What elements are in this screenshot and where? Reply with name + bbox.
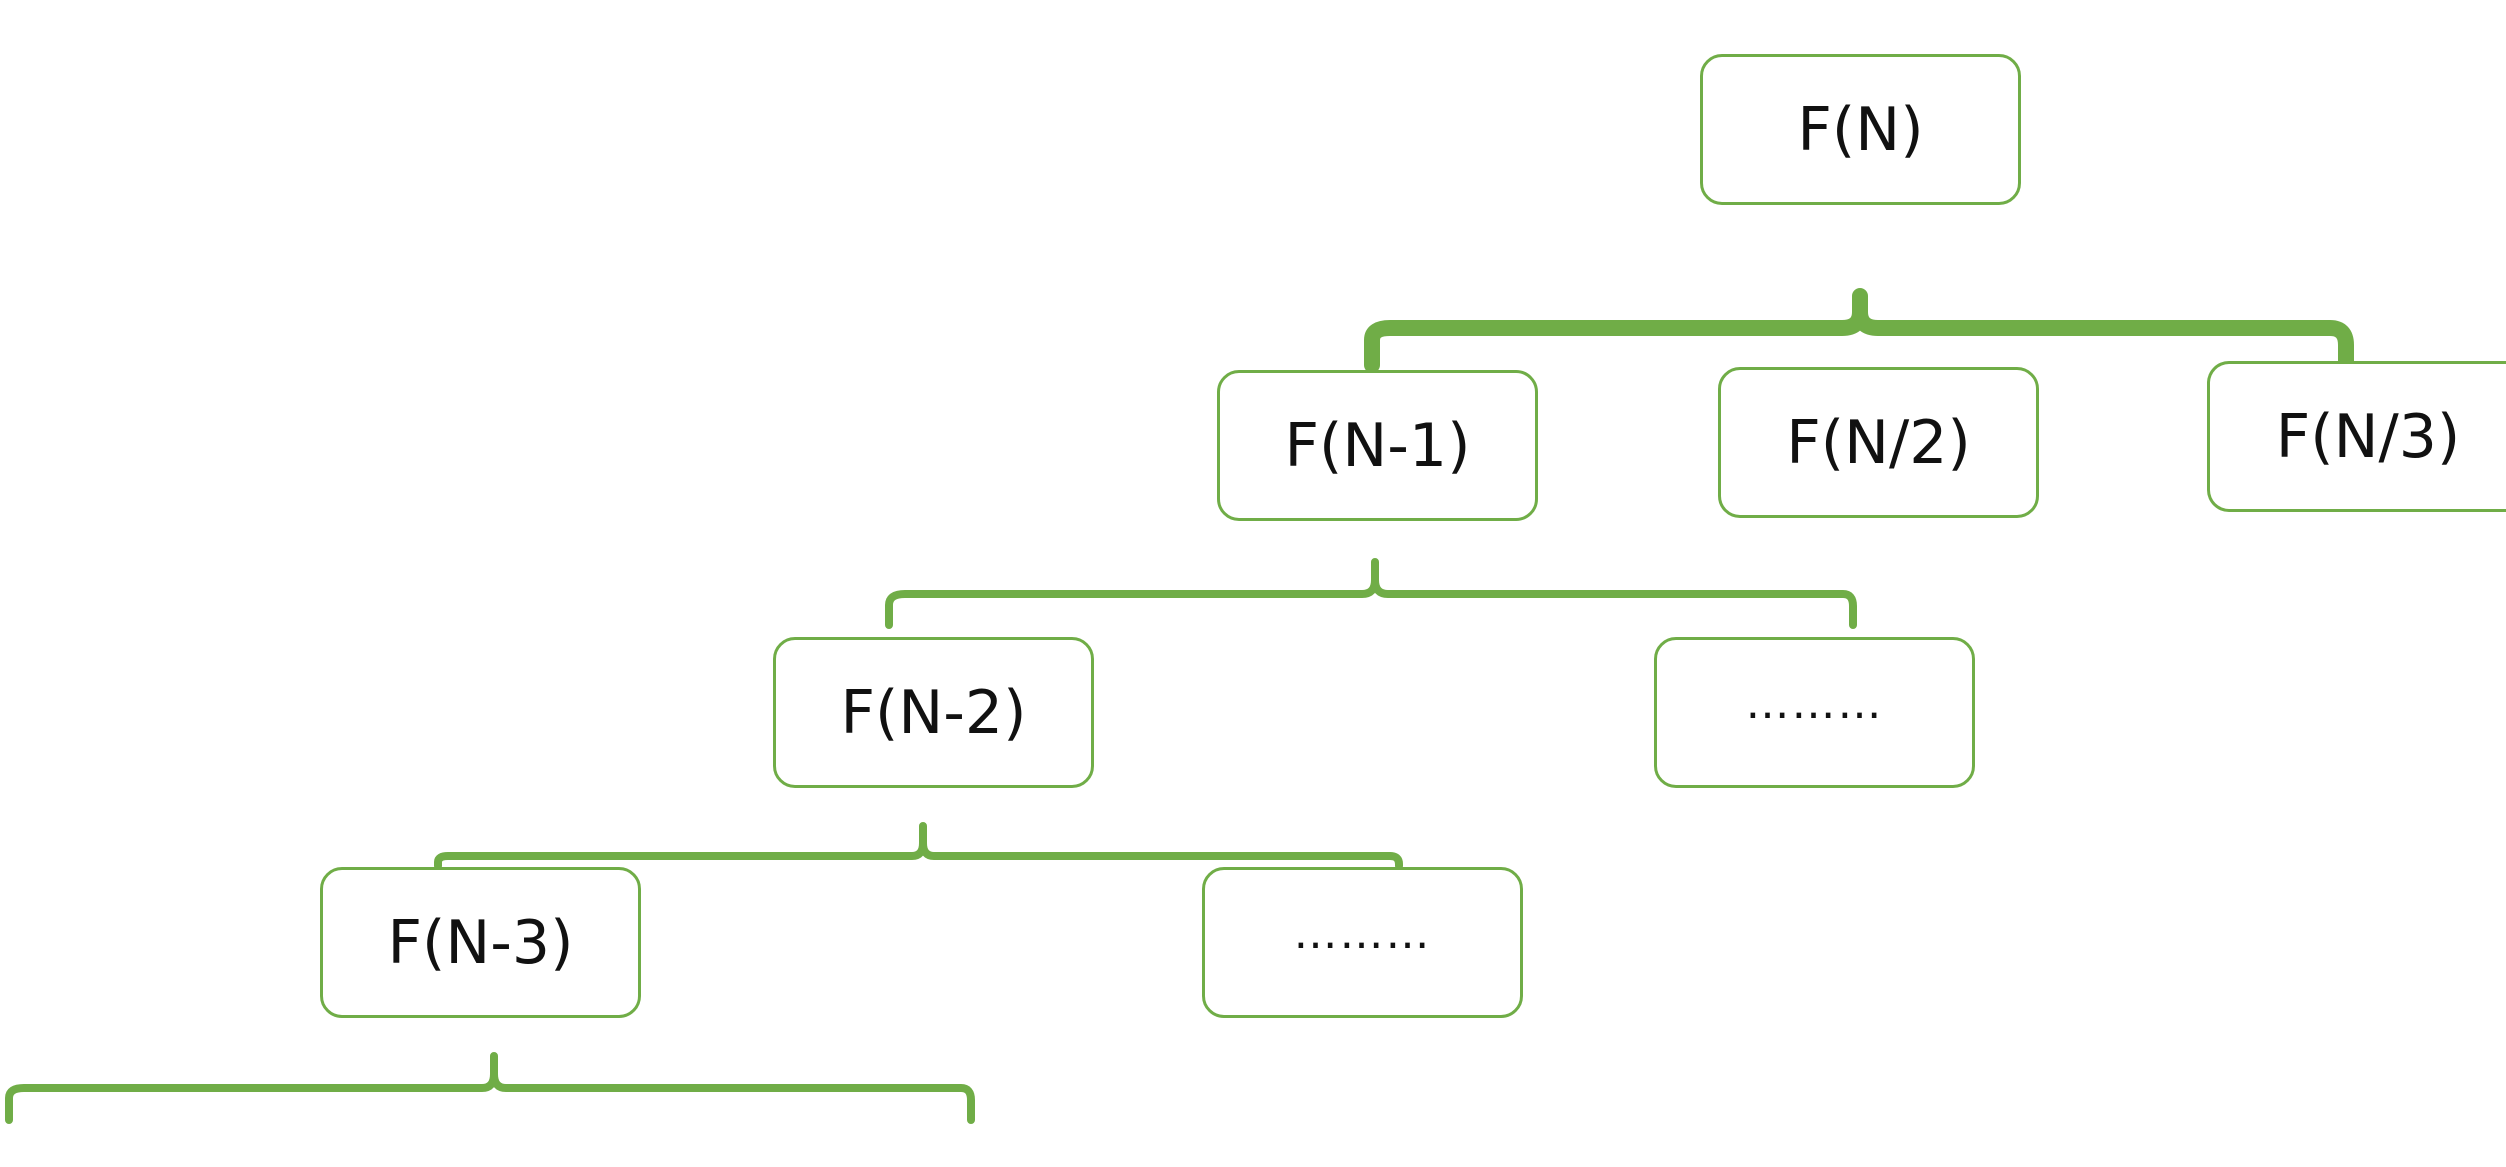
- brace-n1-children: [885, 558, 1857, 629]
- node-ellipsis-1: ………: [1654, 637, 1975, 788]
- node-f-n-minus-1: F(N-1): [1217, 370, 1538, 521]
- node-f-n-minus-3: F(N-3): [320, 867, 641, 1018]
- node-f-n-div-2: F(N/2): [1718, 367, 2039, 518]
- brace-root-children: [1364, 288, 2354, 373]
- brace-n6-children: [5, 1052, 975, 1124]
- node-ellipsis-2: ………: [1202, 867, 1523, 1018]
- node-f-n-minus-2: F(N-2): [773, 637, 1094, 788]
- brace-n4-children: [434, 822, 1403, 870]
- node-f-n: F(N): [1700, 54, 2021, 205]
- node-f-n-div-3: F(N/3): [2207, 361, 2506, 512]
